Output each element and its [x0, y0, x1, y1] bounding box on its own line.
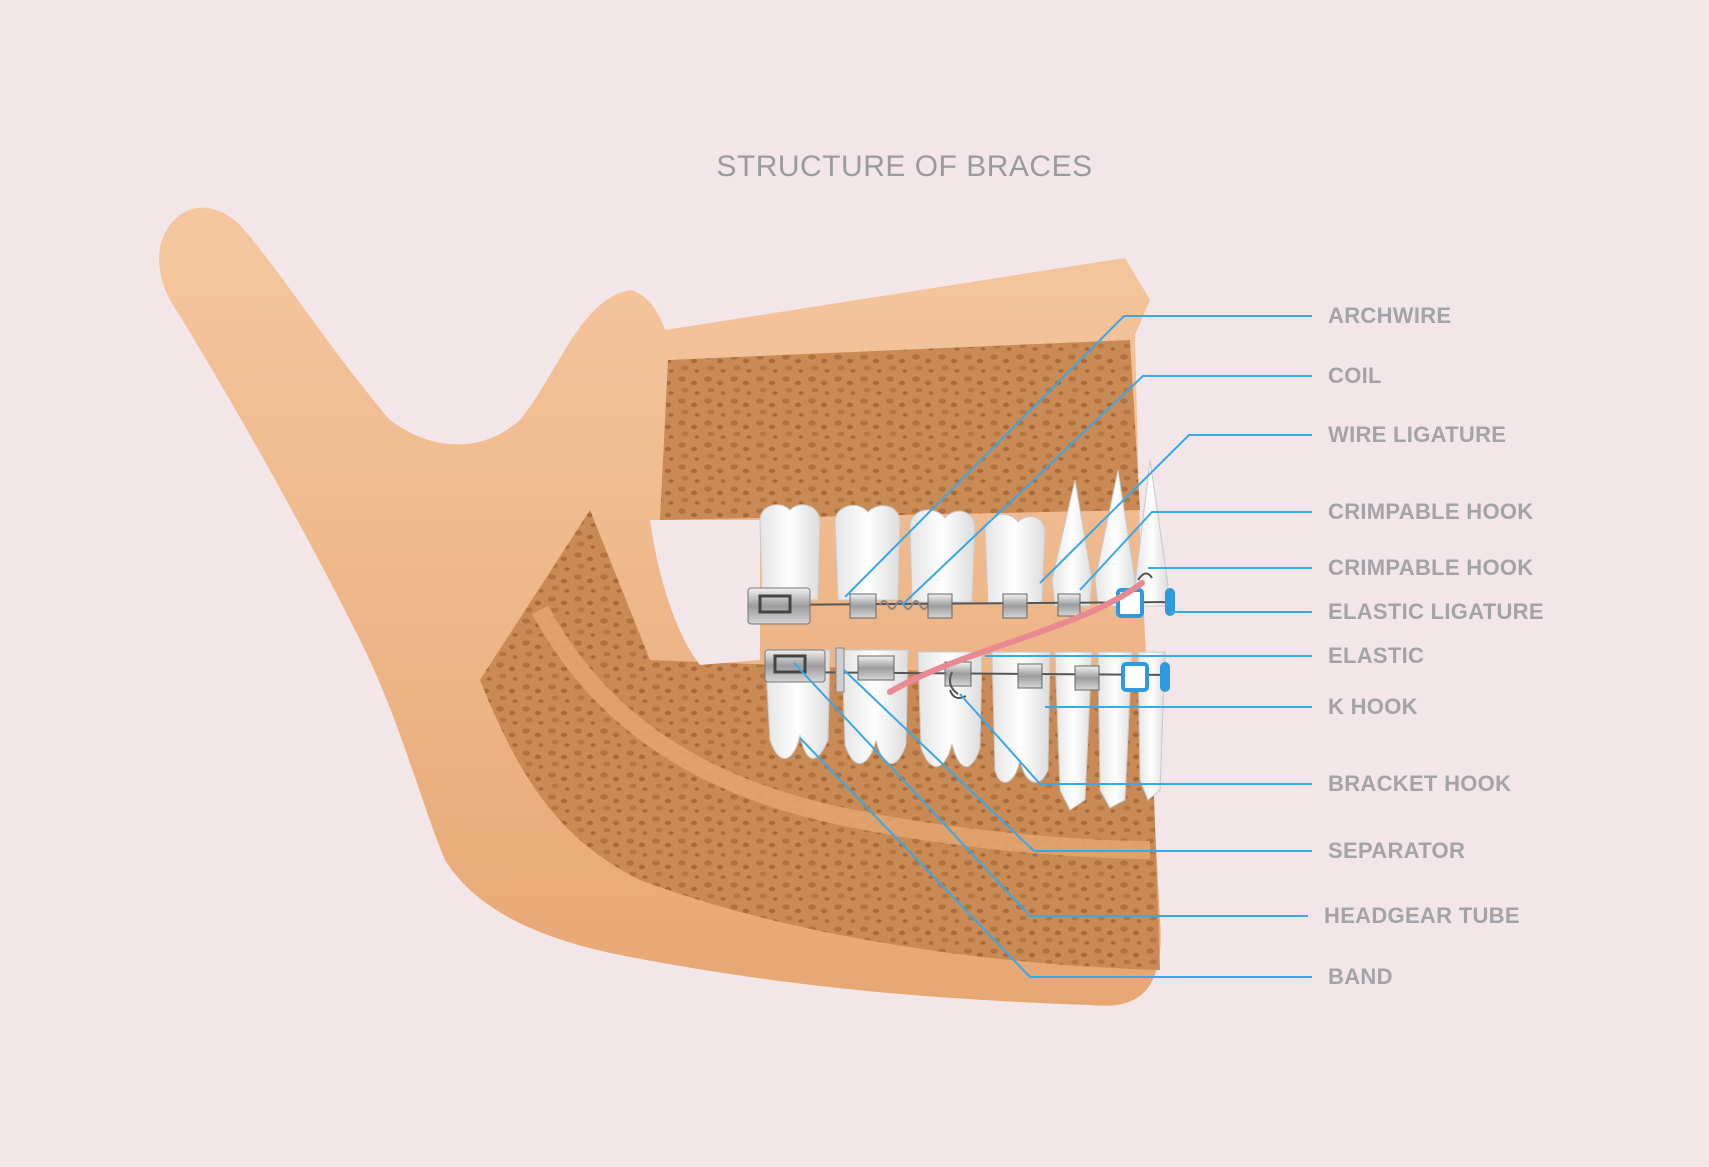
upper-bracket-4 — [1057, 593, 1081, 617]
coil-spring — [879, 600, 929, 610]
label-elastic-ligature: ELASTIC LIGATURE — [1328, 599, 1544, 624]
upper-band — [747, 587, 811, 625]
tooth-upper-4 — [984, 513, 1046, 605]
lower-elastic-ligature — [1160, 662, 1170, 692]
lower-headgear-tube — [773, 654, 807, 674]
lower-bracket-4 — [1074, 665, 1100, 691]
leader-archwire — [844, 315, 1312, 598]
diagram-title: STRUCTURE OF BRACES — [716, 150, 1093, 183]
label-archwire: ARCHWIRE — [1328, 303, 1452, 328]
upper-bracket-3 — [1002, 593, 1028, 619]
tooth-upper-3 — [909, 509, 976, 603]
upper-bracket-2 — [927, 593, 953, 619]
label-coil: COIL — [1328, 363, 1382, 388]
k-hook-wire — [949, 689, 967, 699]
tooth-upper-5 — [1051, 479, 1093, 607]
label-band: BAND — [1328, 964, 1393, 989]
label-separator: SEPARATOR — [1328, 838, 1466, 863]
label-wire-ligature: WIRE LIGATURE — [1328, 422, 1507, 447]
label-k-hook: K HOOK — [1328, 694, 1418, 719]
leader-coil — [901, 375, 1312, 606]
tooth-upper-2 — [834, 504, 901, 601]
upper-teeth — [759, 459, 1169, 607]
leader-headgear-tube — [793, 662, 1308, 917]
leader-band — [799, 737, 1312, 978]
upper-archwire — [759, 601, 1171, 606]
lower-bracket-1 — [857, 655, 895, 681]
separator-strip — [835, 647, 845, 693]
lower-band — [764, 649, 826, 683]
upper-bone-section — [660, 340, 1140, 520]
crimpable-hook-wire — [1137, 572, 1153, 581]
lower-bracket-blue — [1121, 662, 1149, 692]
label-crimpable-hook-2: CRIMPABLE HOOK — [1328, 555, 1534, 580]
jaw-gap — [650, 520, 760, 665]
tooth-lower-5 — [1054, 651, 1093, 811]
leader-crimpable-hook-1 — [1079, 511, 1312, 591]
leader-wire-ligature — [1039, 434, 1312, 584]
leader-separator — [843, 669, 1312, 852]
upper-elastic-ligature — [1165, 588, 1175, 616]
tooth-upper-1 — [759, 504, 821, 601]
upper-headgear-tube — [758, 594, 792, 614]
label-crimpable-hook-1: CRIMPABLE HOOK — [1328, 499, 1534, 524]
elastic-band — [887, 580, 1145, 695]
label-headgear-tube: HEADGEAR TUBE — [1324, 903, 1520, 928]
label-elastic: ELASTIC — [1328, 643, 1425, 668]
upper-bracket-1 — [849, 593, 877, 619]
lower-bracket-3 — [1017, 663, 1043, 689]
leader-lines — [793, 315, 1312, 978]
label-bracket-hook: BRACKET HOOK — [1328, 771, 1512, 796]
bracket-hook-wire — [949, 671, 959, 695]
mandibular-canal — [532, 605, 1151, 859]
leader-bracket-hook — [959, 693, 1312, 785]
